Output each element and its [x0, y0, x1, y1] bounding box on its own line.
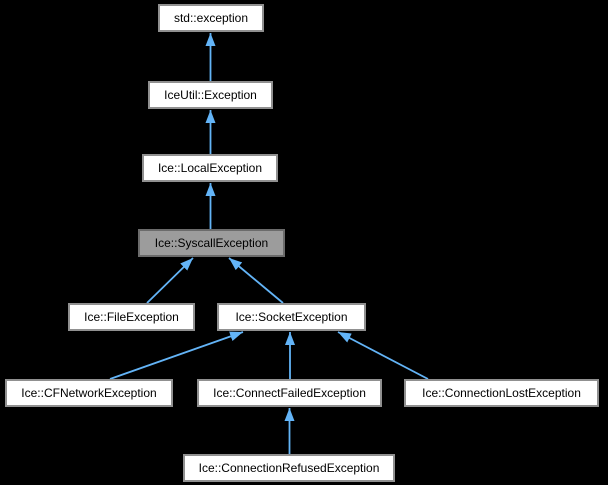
edge-connectionlost-to-socket: [337, 331, 429, 380]
node-ice-connectionlost-exception[interactable]: Ice::ConnectionLostException: [404, 379, 599, 407]
node-iceutil-exception[interactable]: IceUtil::Exception: [148, 81, 273, 109]
node-ice-local-exception[interactable]: Ice::LocalException: [142, 154, 278, 182]
node-ice-syscall-exception-current: Ice::SyscallException: [138, 229, 285, 257]
node-ice-connectfailed-exception[interactable]: Ice::ConnectFailedException: [197, 379, 382, 407]
edge-socket-to-syscall: [228, 257, 284, 304]
node-ice-cfnetwork-exception[interactable]: Ice::CFNetworkException: [5, 379, 173, 407]
node-std-exception[interactable]: std::exception: [158, 4, 264, 32]
edge-cfnetwork-to-socket: [109, 331, 244, 380]
node-ice-file-exception[interactable]: Ice::FileException: [68, 303, 195, 331]
node-ice-connectionrefused-exception[interactable]: Ice::ConnectionRefusedException: [183, 454, 395, 482]
node-ice-socket-exception[interactable]: Ice::SocketException: [217, 303, 366, 331]
edge-file-to-syscall: [146, 257, 194, 304]
